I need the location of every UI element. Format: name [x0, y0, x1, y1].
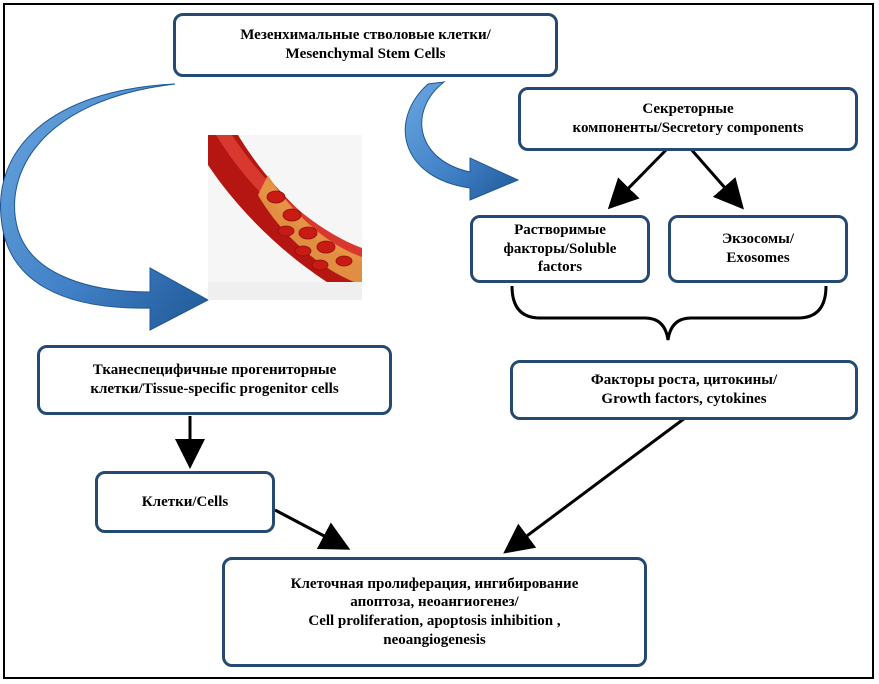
figure-frame [3, 3, 874, 679]
node-cells: Клетки/Cells [95, 471, 275, 533]
curved-arrow-left [0, 83, 210, 331]
bracket [510, 285, 828, 341]
node-growth-factors: Факторы роста, цитокины/ Growth factors,… [510, 360, 858, 420]
node-secretory-components: Секреторные компоненты/Secretory compone… [518, 87, 858, 151]
node-mesenchymal-stem-cells: Мезенхимальные стволовые клетки/ Mesench… [173, 13, 558, 77]
node-tissue-specific-progenitors: Тканеспецифичные прогениторные клетки/Ti… [37, 345, 392, 415]
arrow-cells-to-outcome [274, 508, 351, 550]
arrow-growth-to-outcome [503, 416, 686, 554]
node-exosomes: Экзосомы/ Exosomes [668, 215, 848, 283]
node-outcome: Клеточная пролиферация, ингибирование ап… [222, 557, 647, 667]
arrow-to-soluble [607, 146, 670, 210]
arrow-to-exosomes [688, 147, 744, 210]
blood-vessel-illustration [208, 135, 362, 300]
node-soluble-factors: Растворимые факторы/Soluble factors [470, 215, 650, 283]
curved-arrow-right [404, 81, 520, 201]
